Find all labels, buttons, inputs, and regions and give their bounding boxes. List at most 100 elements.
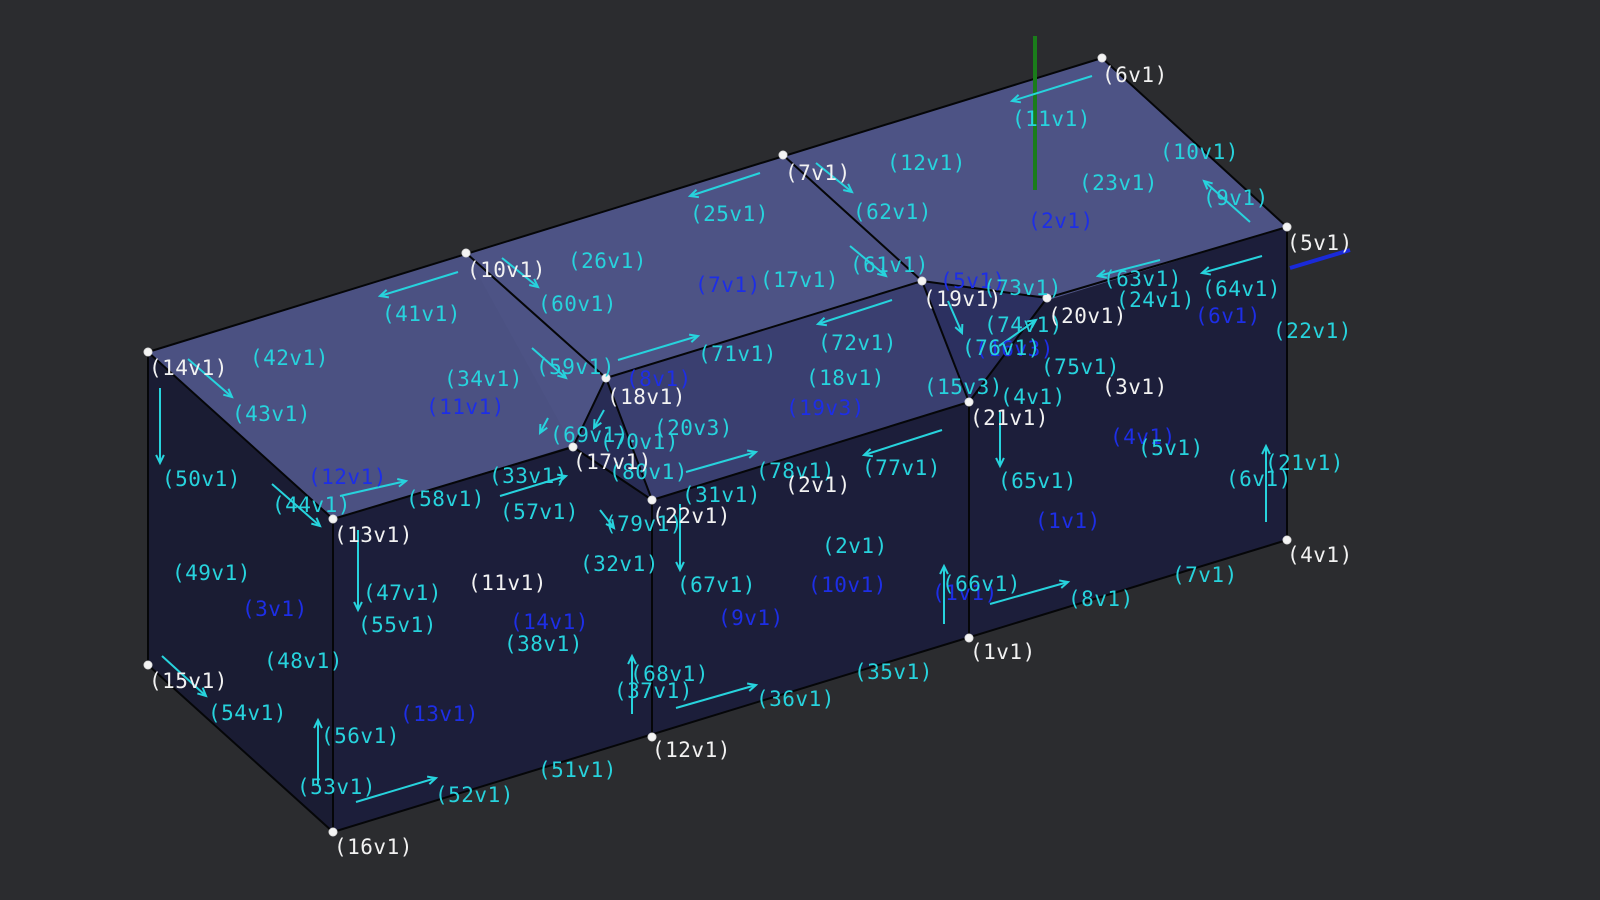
face-label[interactable]: (10v1) — [808, 573, 887, 597]
vertex-marker[interactable] — [778, 150, 788, 160]
vertex-marker[interactable] — [964, 397, 974, 407]
edge-label[interactable]: (62v1) — [853, 200, 932, 224]
vertex-label[interactable]: (20v1) — [1048, 304, 1127, 328]
edge-label[interactable]: (50v1) — [162, 467, 241, 491]
vertex-label[interactable]: (4v1) — [1287, 543, 1353, 567]
vertex-label[interactable]: (7v1) — [785, 161, 851, 185]
edge-label[interactable]: (26v1) — [568, 249, 647, 273]
face-label[interactable]: (19v3) — [786, 396, 865, 420]
edge-label[interactable]: (72v1) — [818, 331, 897, 355]
face-label[interactable]: (7v1) — [695, 273, 761, 297]
edge-line[interactable] — [572, 280, 1048, 448]
edge-line[interactable] — [921, 280, 970, 403]
vertex-label[interactable]: (22v1) — [652, 504, 731, 528]
vertex-label[interactable]: (17v1) — [573, 450, 652, 474]
edge-label[interactable]: (65v1) — [998, 469, 1077, 493]
edge-label[interactable]: (53v1) — [297, 775, 376, 799]
edge-label[interactable]: (70v1) — [600, 430, 679, 454]
edge-label[interactable]: (23v1) — [1079, 171, 1158, 195]
vertex-marker[interactable] — [143, 660, 153, 670]
edge-label[interactable]: (42v1) — [250, 346, 329, 370]
edge-label[interactable]: (33v1) — [489, 464, 568, 488]
vertex-marker[interactable] — [328, 827, 338, 837]
edge-label[interactable]: (32v1) — [580, 552, 659, 576]
edge-label[interactable]: (61v1) — [850, 253, 929, 277]
face-label[interactable]: (1v1) — [932, 581, 998, 605]
vertex-label[interactable]: (10v1) — [467, 258, 546, 282]
edge-label[interactable]: (64v1) — [1202, 277, 1281, 301]
vertex-marker[interactable] — [461, 248, 471, 258]
edge-label[interactable]: (71v1) — [698, 342, 777, 366]
edge-label[interactable]: (10v1) — [1160, 140, 1239, 164]
edge-line[interactable] — [465, 252, 607, 379]
edge-label[interactable]: (41v1) — [382, 302, 461, 326]
edge-label[interactable]: (35v1) — [854, 660, 933, 684]
edge-label[interactable]: (56v1) — [321, 724, 400, 748]
face-label[interactable]: (3v1) — [242, 597, 308, 621]
vertex-marker[interactable] — [601, 373, 611, 383]
edge-line[interactable] — [332, 226, 1288, 833]
vertex-label[interactable]: (11v1) — [468, 571, 547, 595]
inset-front-face[interactable] — [606, 281, 969, 500]
face-label[interactable]: (16v3) — [975, 337, 1054, 361]
edge-label[interactable]: (6v1) — [1226, 467, 1292, 491]
vertex-marker[interactable] — [964, 633, 974, 643]
edge-label[interactable]: (44v1) — [272, 493, 351, 517]
edge-label[interactable]: (55v1) — [358, 613, 437, 637]
edge-line[interactable] — [782, 154, 923, 282]
edge-label[interactable]: (78v1) — [756, 459, 835, 483]
vertex-label[interactable]: (3v1) — [1102, 375, 1168, 399]
edge-label[interactable]: (80v1) — [609, 460, 688, 484]
face-label[interactable]: (8v1) — [626, 367, 692, 391]
edge-label[interactable]: (67v1) — [677, 573, 756, 597]
edge-label[interactable]: (76v1) — [962, 336, 1041, 360]
notch-face-left[interactable] — [573, 378, 652, 500]
vertex-label[interactable]: (12v1) — [652, 738, 731, 762]
vertex-label[interactable]: (13v1) — [334, 523, 413, 547]
edge-label[interactable]: (11v1) — [1012, 107, 1091, 131]
vertex-marker[interactable] — [1042, 293, 1052, 303]
edge-label[interactable]: (7v1) — [1172, 563, 1238, 587]
face-label[interactable]: (5v1) — [940, 269, 1006, 293]
vertex-label[interactable]: (19v1) — [923, 287, 1002, 311]
edge-line[interactable] — [572, 297, 1048, 501]
edge-label[interactable]: (52v1) — [435, 783, 514, 807]
face-label[interactable]: (4v1) — [1110, 425, 1176, 449]
vertex-marker[interactable] — [1097, 53, 1107, 63]
edge-label[interactable]: (9v1) — [1203, 186, 1269, 210]
edge-label[interactable]: (20v3) — [654, 416, 733, 440]
face-label[interactable]: (2v1) — [1028, 209, 1094, 233]
edge-label[interactable]: (68v1) — [630, 662, 709, 686]
vertex-marker[interactable] — [1282, 222, 1292, 232]
edge-label[interactable]: (48v1) — [264, 649, 343, 673]
edge-label[interactable]: (21v1) — [1265, 451, 1344, 475]
edge-label[interactable]: (57v1) — [500, 500, 579, 524]
edge-label[interactable]: (34v1) — [444, 367, 523, 391]
edge-label[interactable]: (59v1) — [536, 355, 615, 379]
face-label[interactable]: (12v1) — [308, 465, 387, 489]
face-label[interactable]: (9v1) — [718, 606, 784, 630]
vertex-marker[interactable] — [1282, 535, 1292, 545]
edge-label[interactable]: (36v1) — [756, 687, 835, 711]
edge-label[interactable]: (25v1) — [690, 202, 769, 226]
edge-label[interactable]: (74v1) — [984, 313, 1063, 337]
edge-label[interactable]: (47v1) — [363, 581, 442, 605]
edge-label[interactable]: (17v1) — [760, 268, 839, 292]
vertex-marker[interactable] — [917, 276, 927, 286]
edge-label[interactable]: (69v1) — [550, 423, 629, 447]
edge-label[interactable]: (2v1) — [822, 534, 888, 558]
edge-label[interactable]: (54v1) — [208, 701, 287, 725]
edge-label[interactable]: (38v1) — [504, 632, 583, 656]
edge-label[interactable]: (24v1) — [1116, 288, 1195, 312]
edge-label[interactable]: (66v1) — [942, 572, 1021, 596]
edge-label[interactable]: (8v1) — [1068, 587, 1134, 611]
vertex-marker[interactable] — [647, 732, 657, 742]
edge-label[interactable]: (12v1) — [887, 151, 966, 175]
edge-line[interactable] — [332, 446, 574, 520]
vertex-label[interactable]: (1v1) — [970, 640, 1036, 664]
vertex-label[interactable]: (16v1) — [334, 835, 413, 859]
vertex-marker[interactable] — [568, 442, 578, 452]
edge-label[interactable]: (79v1) — [604, 512, 683, 536]
edge-line[interactable] — [605, 377, 653, 501]
